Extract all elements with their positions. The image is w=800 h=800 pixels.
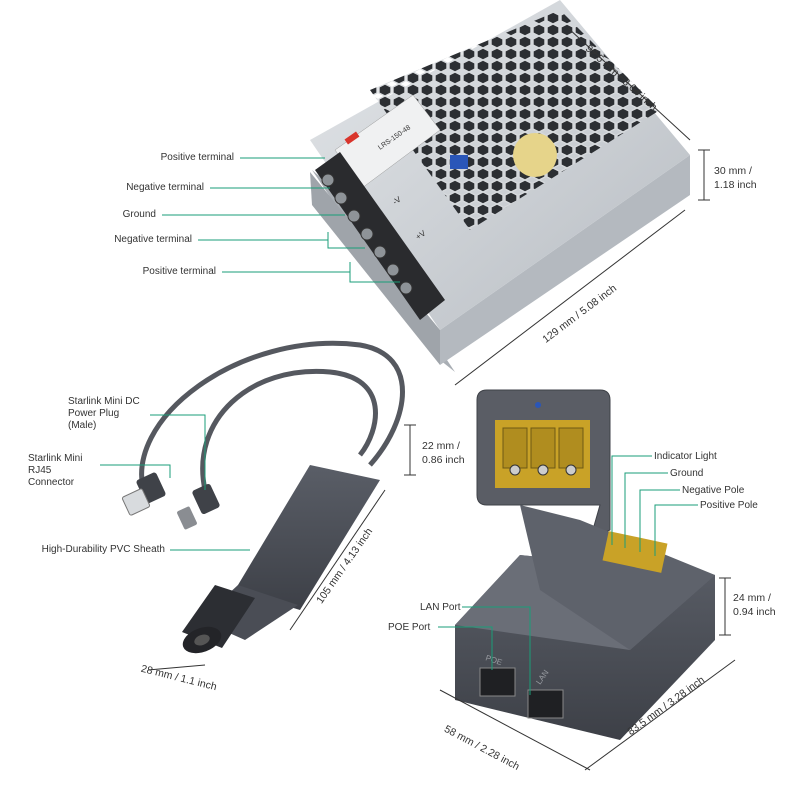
terminal-screws [321, 173, 413, 295]
dim-cable-thickness-2: 0.86 inch [422, 454, 465, 466]
poe-adapter: POE LAN [455, 389, 715, 740]
label-lan-port: LAN Port [420, 602, 461, 613]
dim-psu-height-2: 1.18 inch [714, 179, 757, 191]
dim-poe-height-1: 24 mm / [733, 592, 771, 604]
dim-cable-thickness-1: 22 mm / [422, 440, 460, 452]
poe-leaders [438, 455, 698, 695]
pvc-sheath [235, 465, 380, 610]
label-rj45-connector: Starlink Mini RJ45 Connector [28, 453, 83, 488]
label-dc-power-plug: Starlink Mini DC Power Plug (Male) [68, 396, 140, 431]
lan-port [527, 689, 564, 719]
poe-port [479, 667, 516, 697]
poe-dimension-lines [439, 577, 736, 771]
indicator-light [535, 402, 541, 408]
cable-dimension-lines [147, 424, 416, 671]
label-ground: Ground [122, 209, 156, 220]
dim-psu-height-1: 30 mm / [714, 165, 752, 177]
starlink-cable [121, 340, 405, 654]
label-positive-terminal-top: Positive terminal [160, 152, 234, 163]
cable-leaders [100, 414, 250, 551]
label-negative-terminal-bottom: Negative terminal [114, 234, 192, 245]
label-indicator-light: Indicator Light [654, 451, 717, 462]
dc-power-plug [192, 483, 220, 515]
label-negative-terminal-top: Negative terminal [126, 182, 204, 193]
psu-dimension-lines [454, 27, 710, 386]
label-positive-pole: Positive Pole [700, 500, 758, 511]
label-pvc-sheath: High-Durability PVC Sheath [41, 544, 165, 555]
label-negative-pole: Negative Pole [682, 485, 745, 496]
psu-leaders [162, 157, 400, 283]
label-positive-terminal-bottom: Positive terminal [142, 266, 216, 277]
dim-poe-height-2: 0.94 inch [733, 606, 776, 618]
brand-logo [344, 131, 360, 145]
label-poe-port: POE Port [388, 622, 431, 633]
power-supply-unit: LRS-150-48 -V +V [310, 0, 690, 372]
label-poe-ground: Ground [670, 468, 704, 479]
